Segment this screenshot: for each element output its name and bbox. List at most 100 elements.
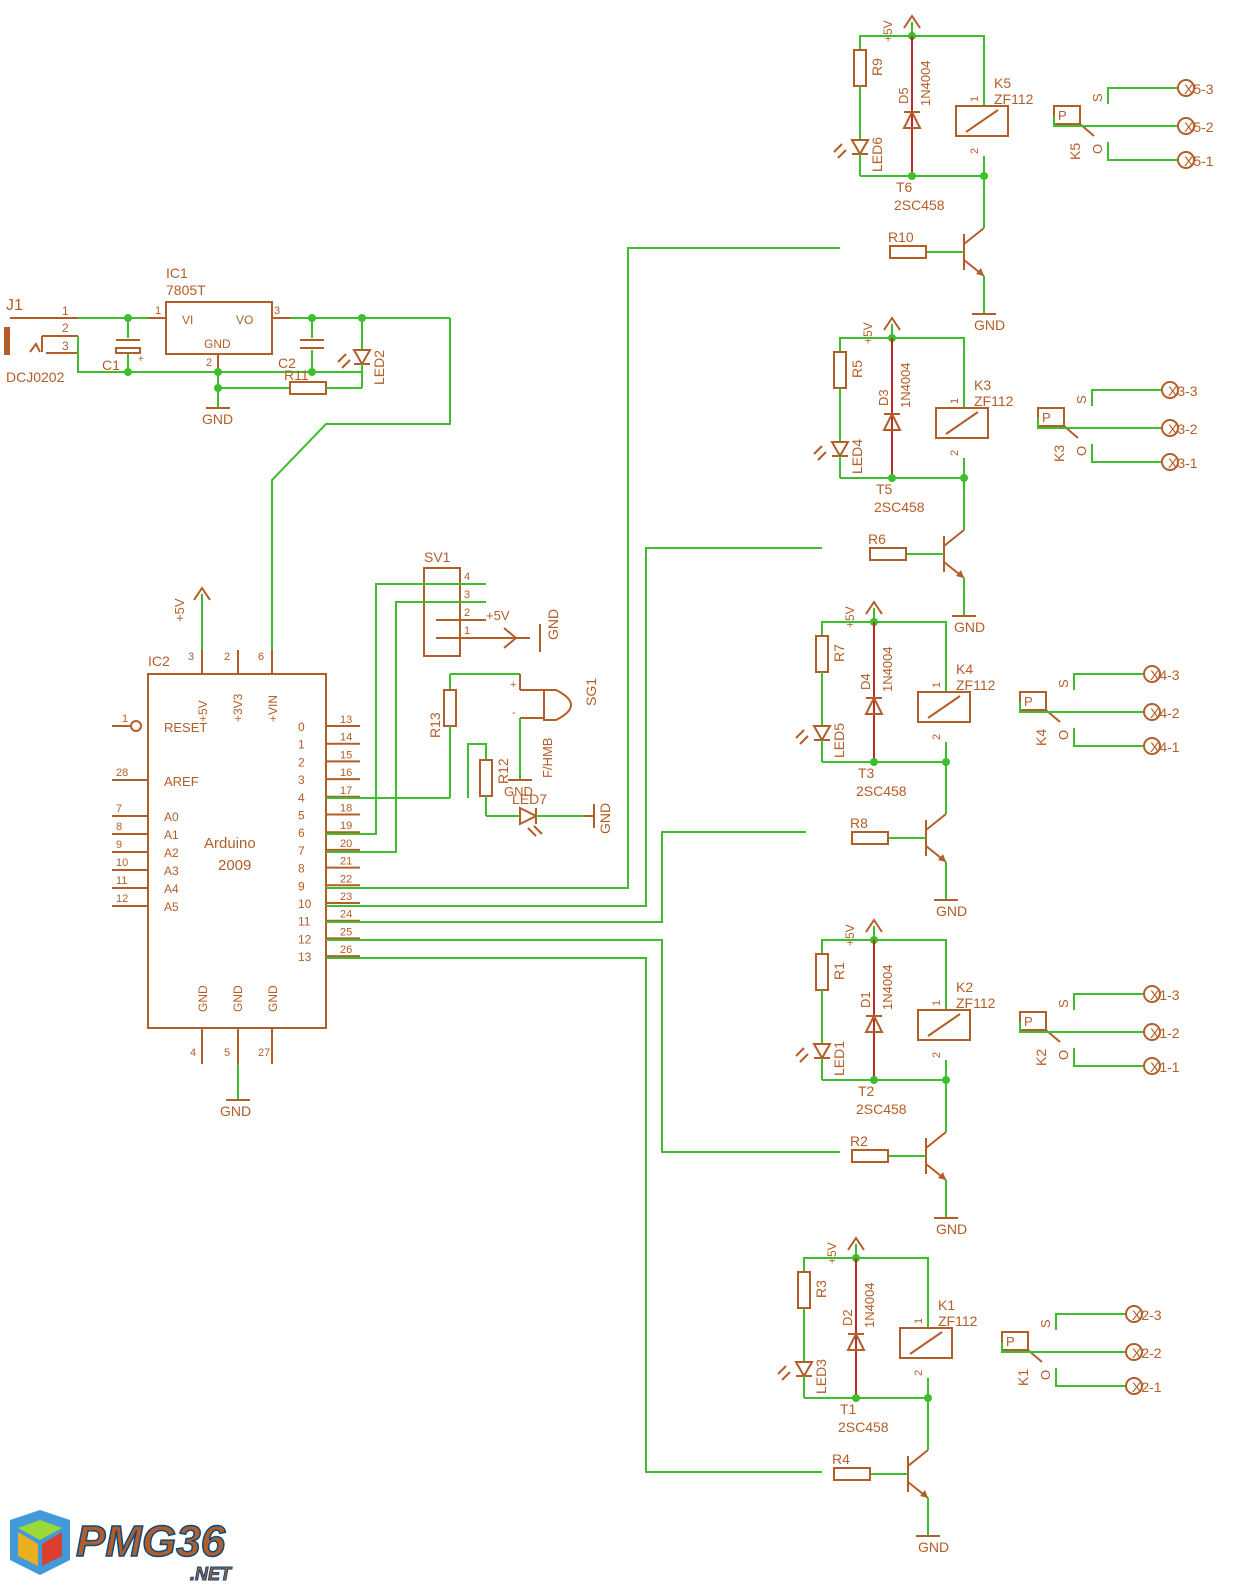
ic2-digital-8: 8 [298,862,305,876]
ic1-pin2: 2 [206,357,212,369]
led-label-0: LED6 [869,137,885,172]
relay-type-4: ZF112 [938,1313,978,1329]
led2-label: LED2 [371,350,387,385]
output-terminal-2-1: X4-2 [1150,705,1180,721]
led-label-3: LED1 [831,1041,847,1076]
r13-label: R13 [427,712,443,738]
ic2-right-pin-1: 14 [340,732,352,744]
supply-5v-0: +5V [881,20,895,42]
arduino-ic2: IC2 Arduino 2009 +5V 3 2 6 +5V +3V3 +VIN… [112,586,360,1119]
switch-s-1: S [1074,395,1089,404]
ic1-vo: VO [236,313,253,327]
ic2-digital-11: 11 [298,915,311,929]
diode-type-1: 1N4004 [898,362,913,408]
ic2-right-pin-8: 21 [340,856,352,868]
output-terminal-0-2: X5-1 [1184,153,1214,169]
resistor-label-1: R5 [849,360,865,378]
ic2-right-pin-3: 16 [340,767,352,779]
sg1-type: F/HMB [540,738,555,778]
supply-5v-4: +5V [825,1242,839,1264]
gnd-label-ic2: GND [220,1103,251,1119]
ic2-right-pin-11: 24 [340,909,352,921]
sv1-pin3: 3 [464,589,470,601]
supply-5v-1: +5V [861,322,875,344]
relay-pin2-3: 2 [931,1052,943,1058]
ic2-right-pin-6: 19 [340,820,352,832]
ic1-gnd: GND [204,337,231,351]
ic2-left-pin-3: 10 [116,857,128,869]
output-terminal-1-1: X3-2 [1168,421,1198,437]
ic2-pin28: 28 [116,767,128,779]
resistor-label-2: R7 [831,644,847,662]
led-label-4: LED3 [813,1359,829,1394]
transistor-label-4: T1 [840,1401,857,1417]
ic2-right-pin-2: 15 [340,749,352,761]
ic2-digital-2: 2 [298,755,305,769]
ic2-digital-3: 3 [298,773,305,787]
ic2-digital-9: 9 [298,879,305,893]
transistor-type-2: 2SC458 [856,783,907,799]
diode-type-0: 1N4004 [918,60,933,106]
switch-label-4: K1 [1015,1369,1031,1386]
relay-label-3: K2 [956,979,973,995]
switch-p-2: P [1024,694,1033,709]
supply-5v-2: +5V [843,606,857,628]
relay-label-4: K1 [938,1297,955,1313]
ic2-right-pin-4: 17 [340,785,352,797]
ic2-right-pin-0: 13 [340,714,352,726]
switch-label-1: K3 [1051,445,1067,462]
sv1-pin1: 1 [464,625,470,637]
relay-pin1-0: 1 [969,96,981,102]
ic2-right-pin-9: 22 [340,873,352,885]
led-label-1: LED4 [849,439,865,474]
output-terminal-3-2: X1-1 [1150,1059,1180,1075]
base-resistor-label-4: R4 [832,1451,850,1467]
ic2-pin5: 5 [224,1047,230,1059]
transistor-gnd-2: GND [936,903,967,919]
j1-pin2: 2 [62,321,69,335]
ic2-digital-5: 5 [298,809,305,823]
ic2-3v3: +3V3 [231,693,245,722]
transistor-label-3: T2 [858,1083,875,1099]
ic2-vin: +VIN [266,695,280,722]
relay-label-1: K3 [974,377,991,393]
output-terminal-4-1: X2-2 [1132,1345,1162,1361]
switch-o-0: O [1090,144,1105,154]
transistor-label-2: T3 [858,765,875,781]
ic2-analog-0: A0 [164,810,179,824]
relay-pin1-1: 1 [949,398,961,404]
ic2-right-pin-5: 18 [340,803,352,815]
r11-label: R11 [284,367,309,383]
output-terminal-2-0: X4-3 [1150,667,1180,683]
resistor-label-0: R9 [869,58,885,76]
ic2-reset: RESET [164,720,207,735]
sg1-plus: + [510,679,516,691]
j1-label: J1 [6,297,23,314]
output-terminal-3-0: X1-3 [1150,987,1180,1003]
base-resistor-label-1: R6 [868,531,886,547]
base-resistor-label-2: R8 [850,815,868,831]
power-supply: J1 DCJ0202 1 2 3 + C1 IC1 7805T 1 VI VO … [4,265,451,650]
switch-p-3: P [1024,1014,1033,1029]
output-terminal-4-2: X2-1 [1132,1379,1162,1395]
switch-p-4: P [1006,1334,1015,1349]
ic1-value: 7805T [166,282,206,298]
relay-type-1: ZF112 [974,393,1014,409]
diode-label-2: D4 [858,673,873,690]
resistor-label-3: R1 [831,962,847,980]
sg1-label: SG1 [583,678,599,706]
output-terminal-1-2: X3-1 [1168,455,1198,471]
output-terminal-0-1: X5-2 [1184,119,1214,135]
diode-label-1: D3 [876,389,891,406]
ic2-gnd3: GND [266,985,280,1012]
relay-pin1-4: 1 [913,1318,925,1324]
c1-plus: + [138,354,144,365]
relay-pin2-1: 2 [949,450,961,456]
ic2-digital-6: 6 [298,826,305,840]
relay-pin1-3: 1 [931,1000,943,1006]
relay-type-3: ZF112 [956,995,996,1011]
